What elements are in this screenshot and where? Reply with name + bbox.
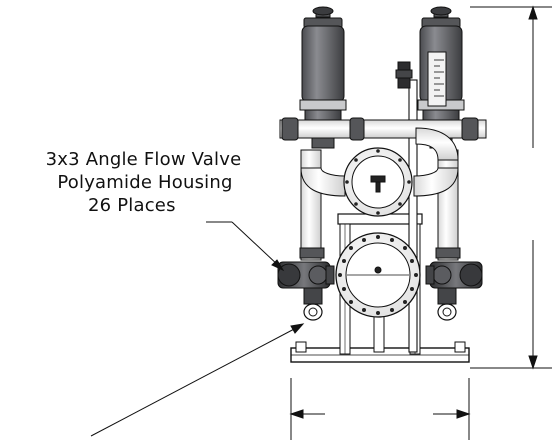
arrowhead-icon xyxy=(271,259,285,272)
arrowhead-icon xyxy=(289,409,304,419)
left-angle-valve xyxy=(277,247,335,321)
callout-line-valve-type: 3x3 Angle Flow Valve xyxy=(45,149,242,170)
callout-line-places: 26 Places xyxy=(88,195,176,216)
top-header-pipe xyxy=(279,117,487,141)
base-skid xyxy=(290,341,470,363)
arrowhead-icon xyxy=(528,355,538,370)
left-riser-pipe xyxy=(300,149,346,261)
right-angle-valve xyxy=(425,247,483,321)
arrowhead-icon xyxy=(290,323,305,334)
callout-line-housing: Polyamide Housing xyxy=(57,172,233,193)
lower-flange xyxy=(335,232,421,318)
right-riser-pipe xyxy=(413,127,459,261)
leader-lines xyxy=(90,221,305,437)
arrowhead-icon xyxy=(456,409,471,419)
valve-callout-label: 3x3 Angle Flow Valve Polyamide Housing 2… xyxy=(0,148,290,217)
arrowhead-icon xyxy=(528,5,538,20)
right-filter-housing xyxy=(417,6,465,149)
gauge-post xyxy=(395,61,418,353)
upper-flange xyxy=(343,147,413,217)
height-dimension xyxy=(470,5,552,370)
width-dimension xyxy=(289,378,471,440)
